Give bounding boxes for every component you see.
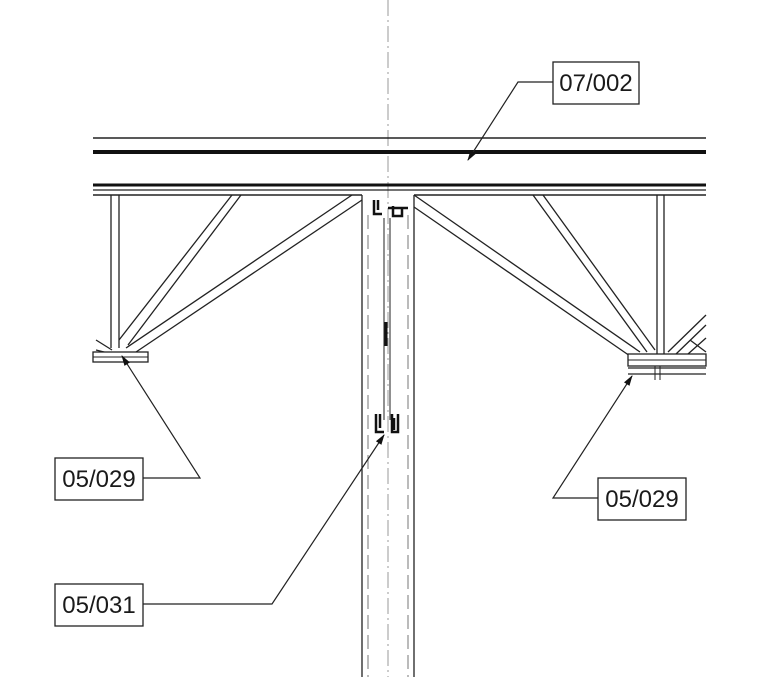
left-joist-truss [95, 194, 363, 354]
leader-roof-deck [467, 81, 553, 161]
callout-roof-deck-label: 07/002 [559, 70, 632, 97]
leader-left-seat [121, 355, 202, 479]
callout-wall-connection[interactable]: 05/031 [54, 583, 144, 627]
deflection-clip [374, 414, 400, 434]
callout-wall-connection-label: 05/031 [62, 592, 135, 619]
callout-roof-deck[interactable]: 07/002 [552, 61, 640, 105]
callout-joist-seat-left[interactable]: 05/029 [54, 457, 144, 501]
top-chord [93, 183, 706, 196]
top-clip [372, 200, 408, 218]
right-bearing-plate [627, 353, 707, 380]
callout-joist-seat-right[interactable]: 05/029 [597, 477, 687, 521]
leader-wall-connection [143, 434, 385, 605]
right-joist-truss [413, 194, 707, 375]
roof-deck [93, 137, 706, 154]
wall-column [361, 195, 415, 677]
leader-right-seat [551, 375, 633, 499]
leaders [121, 81, 633, 605]
left-bearing-plate [92, 351, 149, 363]
callout-joist-seat-left-label: 05/029 [62, 466, 135, 493]
callout-joist-seat-right-label: 05/029 [605, 486, 678, 513]
